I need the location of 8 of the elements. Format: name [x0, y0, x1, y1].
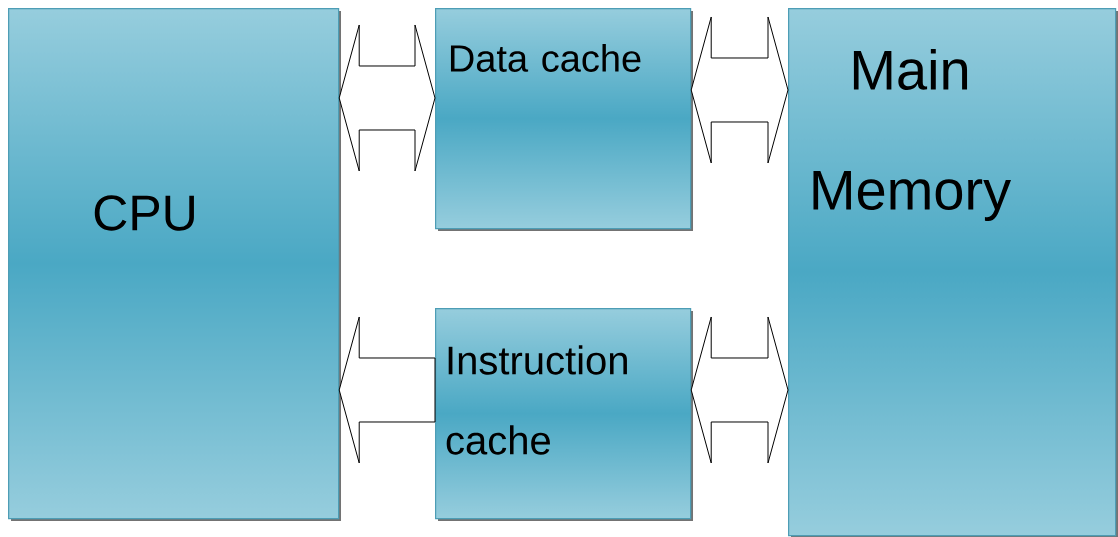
cache-box: Instruction cache	[435, 308, 693, 521]
cache-box: Data cache	[435, 8, 693, 231]
block-arrow	[338, 24, 436, 172]
cpu-box: CPU	[8, 8, 341, 521]
memory-box: Main Memory	[788, 8, 1118, 537]
block-arrow	[690, 316, 789, 464]
block-arrow	[338, 316, 436, 464]
block-arrow	[690, 16, 789, 164]
